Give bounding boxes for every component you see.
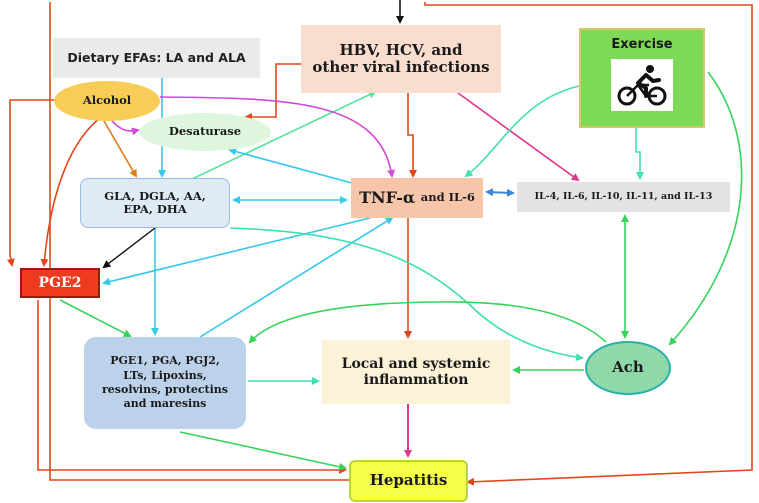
dietary-efas-label: Dietary EFAs: LA and ALA [67, 49, 246, 65]
exercise-to-interleukins-arrow [635, 128, 644, 180]
tnf-to-desaturase-arrow [228, 147, 353, 184]
hepatitis-box: Hepatitis [349, 460, 468, 502]
gla-to-pge2-arrow [102, 227, 156, 269]
alcohol-to-pge2-arrow [6, 99, 54, 267]
dietary-efas-box: Dietary EFAs: LA and ALA [53, 38, 260, 78]
viral-infections-line-2: other viral infections [312, 58, 490, 76]
exercise-box: Exercise [579, 28, 705, 128]
inflammation-box: Local and systemic inflammation [322, 340, 510, 404]
exercise-to-tnf-curve [464, 85, 580, 178]
alcohol-to-gla-arrow [103, 120, 138, 178]
mediators-box: PGE1, PGA, PGJ2, LTs, Lipoxins, resolvin… [84, 337, 246, 429]
fatty-acids-line-2: EPA, DHA [123, 202, 187, 216]
mediators-to-hepatitis-arrow [179, 431, 347, 471]
viral-infections-box: HBV, HCV, and other viral infections [301, 25, 501, 93]
tnf-alpha-label: TNF-α [359, 187, 416, 207]
mediators-to-tnf-arrow [199, 216, 394, 338]
mediators-line-1: PGE1, PGA, PGJ2, [110, 354, 220, 368]
pge2-to-mediators-arrow [59, 299, 132, 337]
pge2-box: PGE2 [20, 268, 100, 298]
mediators-line-4: and maresins [123, 397, 207, 411]
alcohol-label: Alcohol [82, 93, 132, 108]
alcohol-ellipse: Alcohol [54, 81, 160, 121]
gla-to-ach-curve [229, 227, 584, 362]
fatty-acids-to-viral-arrow [189, 90, 377, 181]
exercise-label: Exercise [611, 37, 673, 52]
frame-arrow-left [49, 2, 359, 484]
mediators-line-3: resolvins, protectins [102, 383, 228, 396]
ach-to-mediators-curve [248, 301, 607, 344]
viral-to-tnf-arrow [407, 93, 417, 178]
tnf-to-pge2-arrow [102, 217, 371, 286]
alcohol-to-pge2-curve [40, 117, 101, 267]
interleukins-box: IL-4, IL-6, IL-10, IL-11, and IL-13 [517, 182, 730, 212]
hepatitis-label: Hepatitis [369, 471, 448, 490]
alcohol-to-desaturase-arrow [109, 117, 140, 136]
alcohol-to-tnf-arrow [159, 96, 396, 178]
desaturase-label: Desaturase [168, 124, 242, 139]
pge2-to-hepatitis-arrow [37, 300, 347, 474]
desaturase-ellipse: Desaturase [139, 113, 271, 151]
interleukins-label: IL-4, IL-6, IL-10, IL-11, and IL-13 [534, 190, 713, 202]
viral-infections-line-1: HBV, HCV, and [339, 40, 463, 59]
viral-to-desaturase-arrow [244, 63, 301, 121]
cyclist-icon-frame [611, 58, 673, 111]
tnf-il6-label: and IL-6 [420, 190, 475, 205]
inflammation-line-2: inflammation [363, 372, 469, 388]
pge2-label: PGE2 [38, 274, 82, 291]
tnf-il6-box: TNF-α and IL-6 [351, 178, 483, 218]
mediators-line-2: LTs, Lipoxins, [123, 368, 207, 382]
inflammation-line-1: Local and systemic [341, 355, 491, 372]
fatty-acids-box: GLA, DGLA, AA, EPA, DHA [80, 178, 230, 228]
ach-ellipse: Ach [585, 341, 671, 395]
fatty-acids-line-1: GLA, DGLA, AA, [104, 188, 206, 203]
frame-arrow-right [424, 2, 753, 486]
cyclist-icon [617, 64, 667, 106]
tnf-interleukins-double-arrow [485, 188, 515, 197]
viral-to-interleukins-arrow [457, 92, 580, 182]
ach-label: Ach [612, 358, 644, 377]
exercise-to-ach-curve [668, 71, 743, 346]
